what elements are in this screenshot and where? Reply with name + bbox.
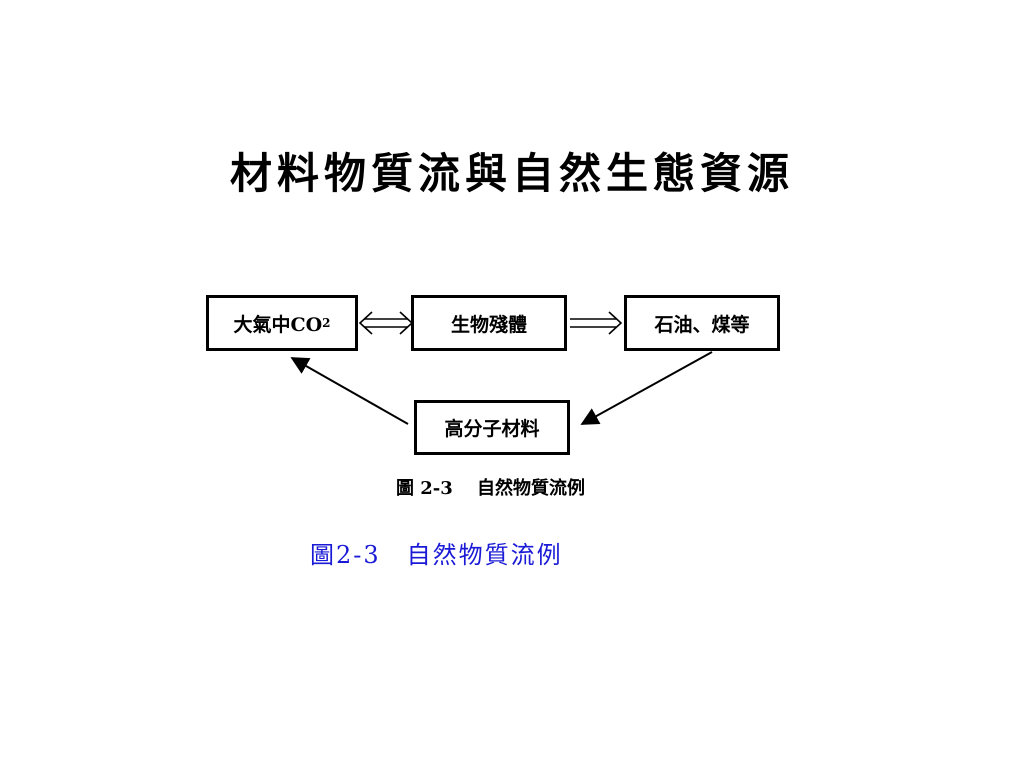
node-co2-subscript: 2 (322, 316, 331, 330)
arrow-polymer-co2 (290, 357, 409, 425)
node-fossil-label: 石油、煤等 (654, 313, 750, 336)
node-co2-label: 大氣中CO (233, 313, 323, 336)
arrow-fossil-polymer (580, 351, 713, 425)
node-polymer-label: 高分子材料 (444, 418, 540, 440)
node-fossil: 石油、煤等 (624, 295, 780, 351)
figure-caption: 圖 2-3 自然物質流例 (396, 478, 586, 499)
slide-caption: 圖2-3 自然物質流例 (310, 541, 563, 569)
slide-title: 材料物質流與自然生態資源 (229, 149, 794, 198)
arrow-co2-residue (358, 311, 414, 335)
node-residue-label: 生物殘體 (450, 313, 527, 336)
arrow-residue-fossil (570, 311, 623, 335)
node-polymer: 高分子材料 (414, 400, 570, 455)
node-residue: 生物殘體 (411, 295, 567, 351)
